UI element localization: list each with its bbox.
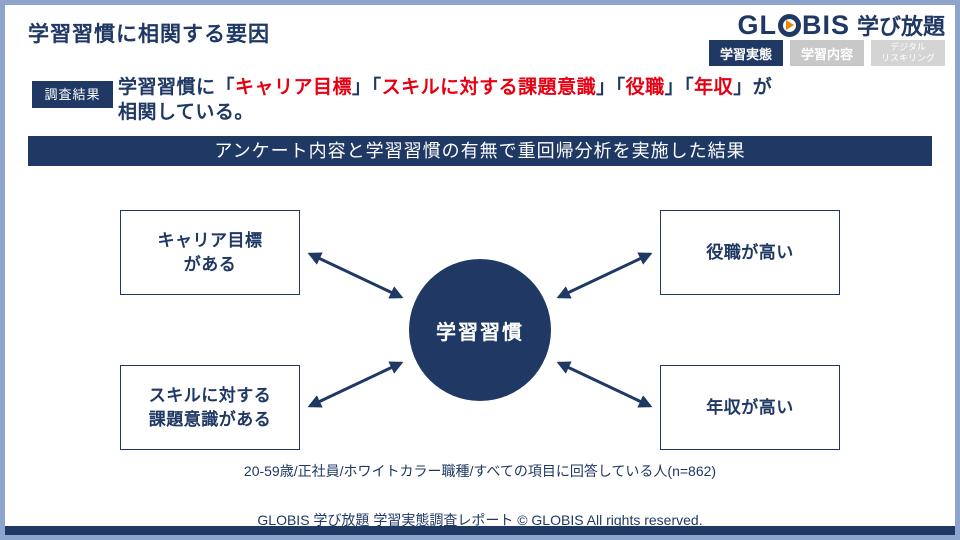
sample-caption: 20-59歳/正社員/ホワイトカラー職種/すべての項目に回答している人(n=86… bbox=[243, 463, 717, 479]
report-section-tabs: 学習実態 学習内容 デジタル リスキリング bbox=[709, 40, 945, 66]
page-title: 学習習慣に相関する要因 bbox=[28, 23, 270, 46]
learning-habit-circle: 学習習慣 bbox=[409, 259, 551, 401]
tab-gakushu-jittai[interactable]: 学習実態 bbox=[709, 40, 783, 66]
analysis-method-banner: アンケート内容と学習習慣の有無で重回帰分析を実施した結果 bbox=[28, 136, 932, 166]
arrow-skill-awareness bbox=[307, 361, 404, 408]
summary-statement: 学習習慣に「キャリア目標」「スキルに対する課題意識」「役職」「年収」が相関してい… bbox=[118, 77, 773, 123]
factor-box-career-goal: キャリア目標 がある bbox=[120, 210, 300, 295]
copyright-footer: GLOBIS 学び放題 学習実態調査レポート © GLOBIS All righ… bbox=[257, 512, 703, 528]
tab-gakushu-naiyo[interactable]: 学習内容 bbox=[790, 40, 864, 66]
play-icon bbox=[777, 13, 801, 37]
factor-box-skill-awareness: スキルに対する 課題意識がある bbox=[120, 365, 300, 450]
factor-box-job-title: 役職が高い bbox=[660, 210, 840, 295]
arrow-job-title bbox=[556, 252, 653, 299]
arrow-career-goal bbox=[307, 252, 404, 299]
globis-wordmark: GL BIS bbox=[737, 10, 850, 41]
survey-result-badge: 調査結果 bbox=[32, 81, 113, 108]
tab-digital-reskilling[interactable]: デジタル リスキリング bbox=[871, 40, 945, 66]
arrow-income bbox=[556, 361, 653, 408]
globis-wordmark-left: GL bbox=[737, 9, 777, 40]
globis-logo: GL BIS 学び放題 bbox=[737, 9, 945, 41]
factor-box-income: 年収が高い bbox=[660, 365, 840, 450]
globis-wordmark-right: BIS bbox=[801, 9, 850, 40]
bottom-accent-bar bbox=[5, 526, 955, 535]
logo-service-name: 学び放題 bbox=[856, 14, 945, 39]
